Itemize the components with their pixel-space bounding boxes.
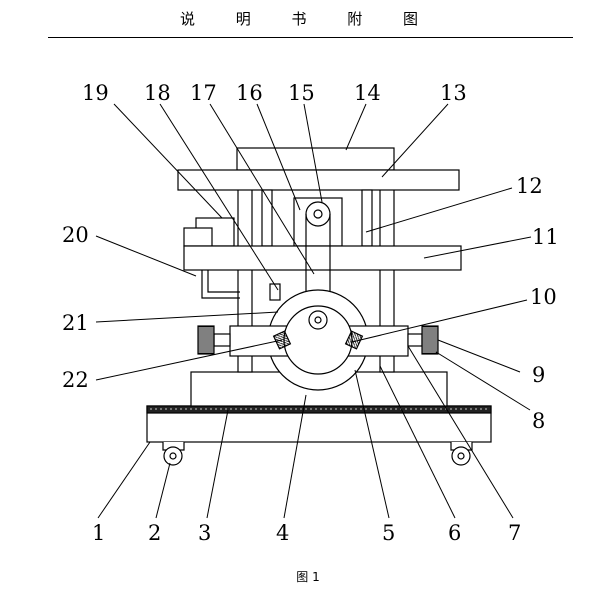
- right-knob: [421, 325, 439, 355]
- label-17: 17: [190, 81, 217, 105]
- label-21: 21: [62, 311, 89, 335]
- page-header-title: 说 明 书 附 图: [179, 10, 437, 28]
- textured-mat: [146, 405, 492, 414]
- label-4: 4: [276, 521, 289, 545]
- right-spring: [344, 330, 364, 350]
- label-19: 19: [82, 81, 109, 105]
- label-14: 14: [354, 81, 381, 105]
- label-5: 5: [382, 521, 395, 545]
- left-knob: [197, 325, 215, 355]
- battery-box: [183, 227, 213, 247]
- right-screw: [407, 333, 423, 347]
- sensor: [269, 283, 281, 301]
- label-13: 13: [440, 81, 467, 105]
- label-7: 7: [508, 521, 521, 545]
- top-frame: [177, 169, 460, 191]
- label-8: 8: [532, 409, 545, 433]
- figure-caption: 图 1: [296, 570, 320, 584]
- label-22: 22: [62, 368, 89, 392]
- label-15: 15: [288, 81, 315, 105]
- middle-plate: [183, 245, 462, 271]
- label-3: 3: [198, 521, 211, 545]
- label-11: 11: [532, 225, 559, 249]
- label-6: 6: [448, 521, 461, 545]
- label-1: 1: [92, 521, 105, 545]
- right-wheel: [450, 442, 473, 466]
- label-18: 18: [144, 81, 171, 105]
- label-10: 10: [530, 285, 557, 309]
- left-wheel: [162, 442, 185, 466]
- part-labels: 1 2 3 4 5 6 7 8 9 10 11 12 13 14 15 16 1…: [62, 81, 559, 545]
- pipe: [201, 270, 240, 299]
- label-20: 20: [62, 223, 89, 247]
- header-rule: [48, 37, 573, 38]
- label-2: 2: [148, 521, 161, 545]
- leader-lines: [95, 103, 532, 519]
- guide-rod-right: [361, 189, 373, 247]
- left-screw: [213, 333, 231, 347]
- label-9: 9: [532, 363, 545, 387]
- guide-rod-left: [261, 189, 273, 247]
- label-16: 16: [236, 81, 263, 105]
- label-12: 12: [516, 174, 543, 198]
